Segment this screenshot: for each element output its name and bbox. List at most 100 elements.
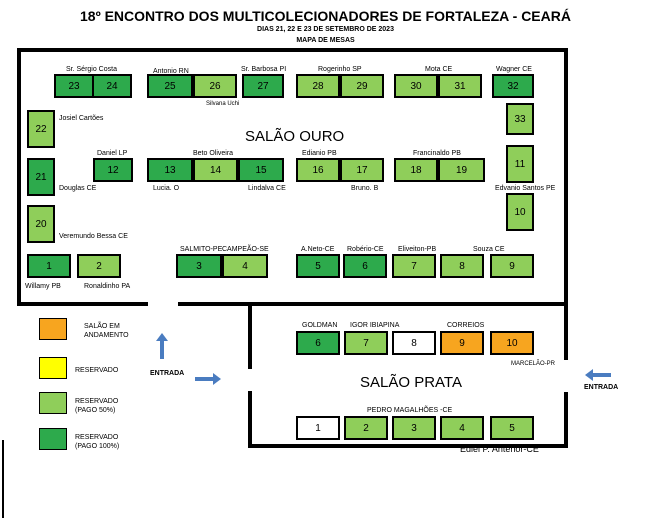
- ouro-table-26[interactable]: 26: [193, 74, 237, 98]
- ouro-table-3[interactable]: 3: [176, 254, 222, 278]
- prata-table-3[interactable]: 3: [392, 416, 436, 440]
- legend-label: SALÃO EM ANDAMENTO: [84, 323, 129, 339]
- exhibitor-label: Lindalva CE: [248, 185, 286, 192]
- prata-table-5[interactable]: 5: [490, 416, 534, 440]
- ouro-table-15[interactable]: 15: [238, 158, 284, 182]
- prata-table-10[interactable]: 10: [490, 331, 534, 355]
- ouro-wall-bottom-left: [17, 302, 148, 306]
- exhibitor-label: Souza CE: [473, 246, 505, 253]
- exhibitor-label: Daniel LP: [97, 150, 128, 157]
- prata-wall-left-lower: [248, 391, 252, 448]
- ouro-table-29[interactable]: 29: [340, 74, 384, 98]
- entrance-left-label: ENTRADA: [150, 370, 185, 377]
- exhibitor-label: MARCELÃO-PR: [511, 361, 556, 367]
- ouro-table-16[interactable]: 16: [296, 158, 340, 182]
- ouro-table-10[interactable]: 10: [506, 193, 534, 231]
- ouro-table-22[interactable]: 22: [27, 110, 55, 148]
- exhibitor-label: Sr. Sérgio Costa: [66, 66, 117, 73]
- arrow-right-icon: [195, 373, 221, 385]
- exhibitor-label: CORREIOS: [447, 322, 485, 329]
- exhibitor-label: A.Neto-CE: [301, 246, 335, 253]
- exhibitor-label: CAMPEÃO-SE: [222, 246, 269, 253]
- ouro-table-11[interactable]: 11: [506, 145, 534, 183]
- ouro-table-5[interactable]: 5: [296, 254, 340, 278]
- exhibitor-label: Willamy PB: [25, 283, 61, 290]
- exhibitor-label: Douglas CE: [59, 185, 97, 192]
- prata-table-8[interactable]: 8: [392, 331, 436, 355]
- exhibitor-label: Josiel Cartões: [59, 115, 104, 122]
- ouro-wall-left: [17, 48, 21, 306]
- exhibitor-label: Rogerinho SP: [318, 66, 362, 73]
- exhibitor-label: SALMITO-PE: [180, 246, 223, 253]
- map-label: MAPA DE MESAS: [296, 37, 355, 44]
- prata-wall-bottom: [248, 444, 568, 448]
- legend-swatch-in-progress: [39, 318, 67, 340]
- ouro-table-24[interactable]: 24: [92, 74, 132, 98]
- ouro-table-13[interactable]: 13: [147, 158, 193, 182]
- ouro-wall-top: [17, 48, 568, 52]
- ouro-wall-bottom-right: [178, 302, 568, 306]
- exhibitor-label: Edianio PB: [302, 150, 337, 157]
- exhibitor-label: Ronaldinho PA: [84, 283, 131, 290]
- prata-table-2[interactable]: 2: [344, 416, 388, 440]
- ouro-table-1[interactable]: 1: [27, 254, 71, 278]
- ouro-table-12[interactable]: 12: [93, 158, 133, 182]
- ouro-table-4[interactable]: 4: [222, 254, 268, 278]
- exhibitor-label: Ediel P. Antenor-CE: [460, 444, 539, 454]
- prata-table-4[interactable]: 4: [440, 416, 484, 440]
- prata-table-7[interactable]: 7: [344, 331, 388, 355]
- ouro-table-21[interactable]: 21: [27, 158, 55, 196]
- ouro-table-18[interactable]: 18: [394, 158, 438, 182]
- legend-swatch-paid-50: [39, 392, 67, 414]
- exhibitor-label: Veremundo Bessa CE: [59, 233, 128, 240]
- hall-prata-label: SALÃO PRATA: [360, 374, 462, 391]
- exhibitor-label: Bruno. B: [351, 185, 379, 192]
- ouro-table-19[interactable]: 19: [438, 158, 485, 182]
- exhibitor-label: Antonio RN: [153, 68, 189, 75]
- exhibitor-label: Robério-CE: [347, 246, 384, 253]
- exhibitor-label: Sr. Barbosa PI: [241, 66, 287, 73]
- ouro-table-27[interactable]: 27: [242, 74, 284, 98]
- ouro-table-2[interactable]: 2: [77, 254, 121, 278]
- hall-ouro-label: SALÃO OURO: [245, 128, 345, 145]
- exhibitor-label: GOLDMAN: [302, 322, 338, 329]
- exhibitor-label: Beto Oliveira: [193, 150, 234, 157]
- arrow-left-icon: [585, 369, 611, 381]
- legend-label: RESERVADO: [75, 367, 119, 374]
- entrance-right-label: ENTRADA: [584, 384, 619, 391]
- ouro-table-7[interactable]: 7: [392, 254, 436, 278]
- exhibitor-label: Eliveiton-PB: [398, 246, 437, 253]
- legend-swatch-paid-100: [39, 428, 67, 450]
- exhibitor-label: Mota CE: [425, 66, 453, 73]
- exhibitor-label: Lucia. O: [153, 185, 180, 192]
- exhibitor-label: Edvanio Santos PE: [495, 185, 556, 192]
- exhibitor-label: Francinaldo PB: [413, 150, 461, 157]
- page-title: 18º ENCONTRO DOS MULTICOLECIONADORES DE …: [80, 8, 571, 24]
- ouro-table-9[interactable]: 9: [490, 254, 534, 278]
- prata-table-6[interactable]: 6: [296, 331, 340, 355]
- ouro-table-8[interactable]: 8: [440, 254, 484, 278]
- exhibitor-label: Silvana Uchi: [206, 101, 240, 107]
- prata-table-9[interactable]: 9: [440, 331, 484, 355]
- ouro-table-20[interactable]: 20: [27, 205, 55, 243]
- legend-label: RESERVADO (PAGO 50%): [75, 398, 119, 414]
- prata-table-1[interactable]: 1: [296, 416, 340, 440]
- ouro-table-25[interactable]: 25: [147, 74, 193, 98]
- ouro-wall-right: [564, 48, 568, 306]
- ouro-table-17[interactable]: 17: [340, 158, 384, 182]
- ouro-table-23[interactable]: 23: [54, 74, 94, 98]
- arrow-up-icon: [156, 333, 168, 359]
- margin-line: [2, 440, 4, 518]
- ouro-table-14[interactable]: 14: [193, 158, 238, 182]
- legend-label: RESERVADO (PAGO 100%): [75, 434, 120, 450]
- ouro-table-31[interactable]: 31: [438, 74, 482, 98]
- ouro-table-6[interactable]: 6: [343, 254, 387, 278]
- prata-wall-left-upper: [248, 304, 252, 369]
- legend-swatch-reserved: [39, 357, 67, 379]
- ouro-table-28[interactable]: 28: [296, 74, 340, 98]
- prata-wall-right-lower: [564, 392, 568, 448]
- ouro-table-30[interactable]: 30: [394, 74, 438, 98]
- ouro-table-33[interactable]: 33: [506, 103, 534, 135]
- ouro-table-32[interactable]: 32: [492, 74, 534, 98]
- exhibitor-label: PEDRO MAGALHÕES -CE: [367, 407, 453, 414]
